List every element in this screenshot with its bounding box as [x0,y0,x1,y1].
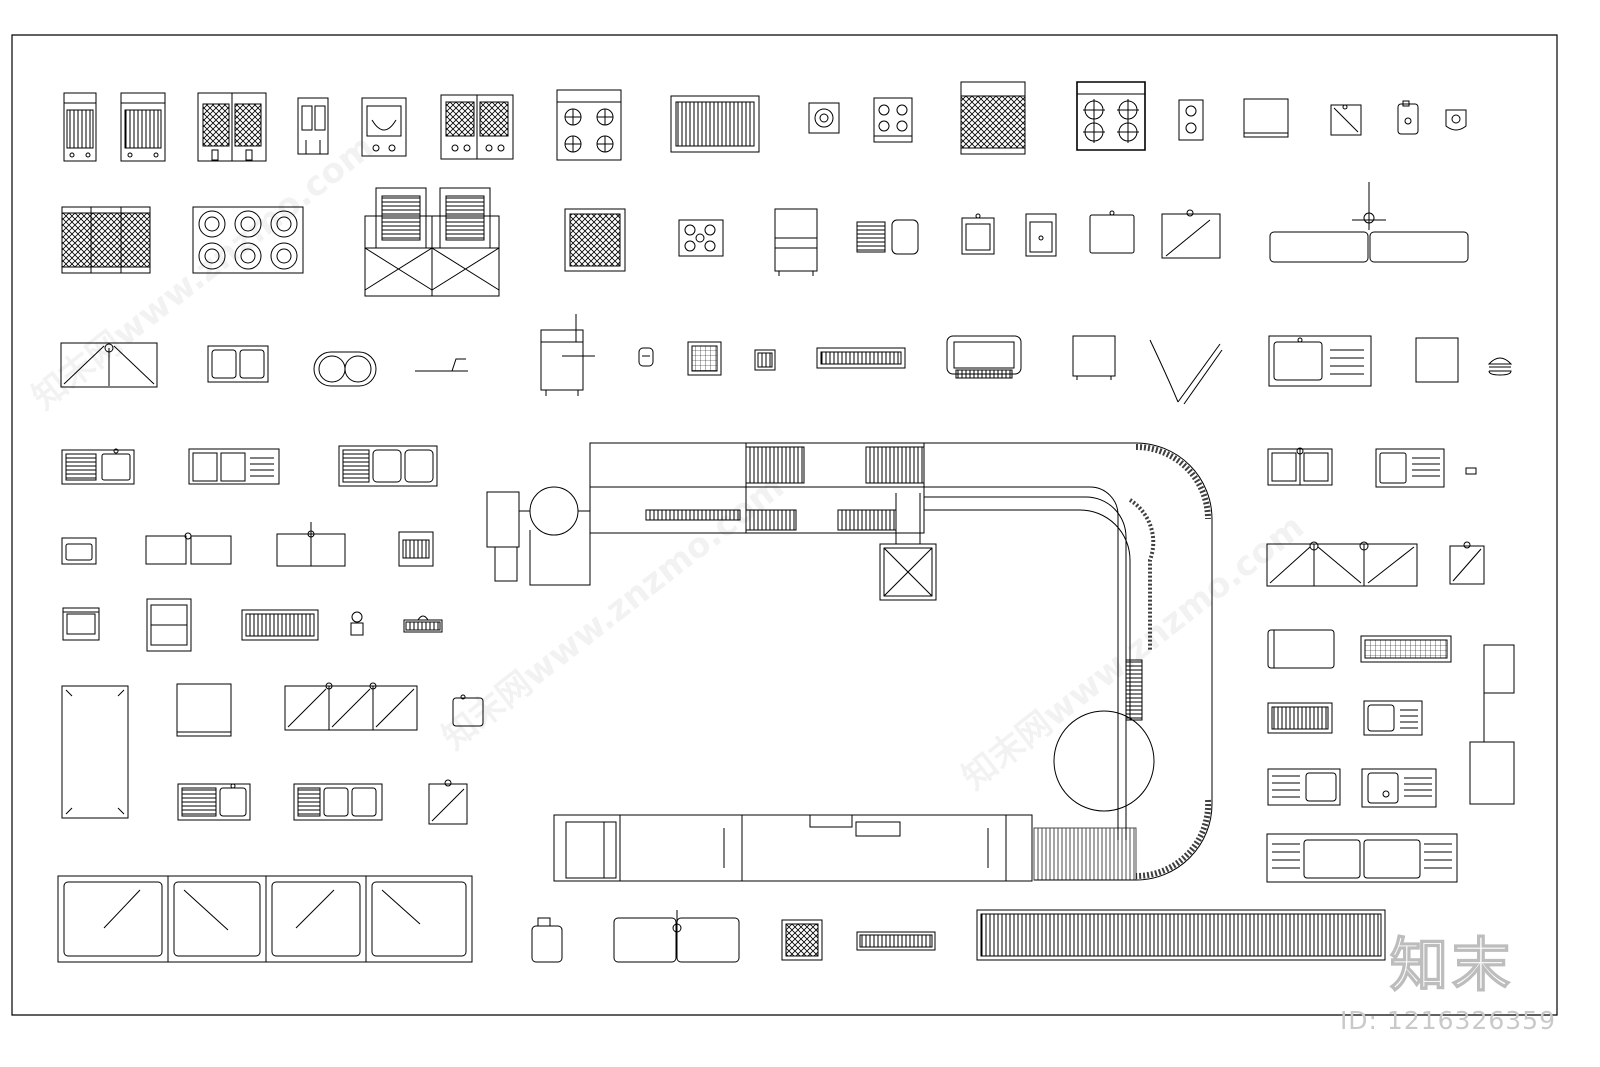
sink-triple-block [285,683,417,730]
linear-drain-right-block [1361,636,1451,662]
fryer-double-block [121,93,165,161]
sink-handwash-block [453,695,483,726]
sink-diag-right-block [1450,542,1484,584]
worktop-square-block [1090,211,1134,253]
sink-round-right-block [1362,769,1436,807]
range-4burner-block [557,90,621,160]
floor-drain-small-block [755,350,775,370]
sink-diag-block [1162,210,1220,258]
fryer-tank-block [362,98,406,156]
cooktop-4-block [874,98,912,142]
sink-drain-right-2-block [1364,701,1422,735]
cooktop-5-block [679,220,723,256]
stockpot-6-block [193,207,303,273]
range-4burner-large-block [1077,82,1145,150]
combi-oven-side-block [541,314,595,396]
door-swing-block [1150,340,1222,404]
sink-double-drain-block [189,449,279,484]
table-long-block [62,686,128,818]
sink-pair-faucet-block [277,522,345,566]
sink-triple-butterfly-block [1267,542,1417,586]
sink-pair-block [146,533,231,564]
sink-double-faucet-bottom-block [614,910,739,962]
faucet-line-block [415,359,468,371]
fryer-basket-twin-block [198,93,266,161]
cabinet-elevation-block [775,209,817,276]
griddle-block [671,96,759,152]
table-frame-block [147,599,191,651]
cup-block [639,348,653,366]
fryer-twin-plan-block [947,336,1021,378]
worktop-rounded-block [1268,630,1334,668]
cabinet-tall-right-block [1470,645,1514,804]
sink-quad-block [58,876,472,962]
sink-double-drain-2-block [294,784,382,820]
sink-drain-right-3-block [1268,769,1340,805]
fryer-quad-block [441,95,513,159]
fryer-single-block [64,93,96,161]
cabinet-square-block [1073,336,1115,380]
sink-pair-right-block [1268,448,1332,485]
sink-long-right-block [1267,834,1457,882]
oven-small-block [63,608,99,640]
worktop-small-block [1244,99,1288,137]
burner-single-block [809,103,839,133]
mixer-block [351,612,363,635]
burger-icon-block [1489,358,1511,375]
dishwasher-twin-block [365,188,499,296]
sink-tall-block [1026,214,1056,256]
sink-left-drain-2-block [178,784,250,820]
sink-small-bottom-block [532,918,562,962]
tray-block [404,616,442,632]
floor-drain-diamond-block [782,920,822,960]
sink-double-faucet-block [1270,182,1468,262]
linear-drain-block [817,348,905,368]
grate-block [242,610,318,640]
sink-round-double-block [314,352,376,386]
fryer-narrow-block [298,98,328,154]
linear-drain-bottom-block [857,932,935,950]
sink-drainboard-block [1269,336,1371,386]
sink-left-drain-block [62,449,134,484]
watermark-id: ID: 1216326359 [1339,1006,1556,1035]
cooktop-2-block [1179,100,1203,140]
range-6burner-wide-block [62,207,150,273]
trench-drain-block [977,910,1385,960]
sink-long-double-block [339,446,437,486]
sink-square-block [962,214,994,254]
sink-butterfly-block [61,343,157,387]
sink-tiny-block [62,538,96,564]
sink-diag-small-block [429,780,467,824]
sink-small-block [1331,105,1361,135]
bin-block [1446,110,1466,130]
range-6burner-block [961,82,1025,154]
range-4burner-compact-block [565,209,625,271]
drainboard-block [857,220,918,254]
worktop-plain-block [1416,338,1458,382]
worktop-heavy-block [177,684,231,736]
soap-dispenser-block [1466,468,1476,474]
handsink-block [1398,101,1418,134]
oven-front-block [399,532,433,566]
conveyor-layout-block [487,443,1212,881]
sink-double-bowl-block [208,346,268,382]
floor-drain-square-block [688,342,721,375]
grille-right-block [1268,703,1332,733]
sink-drain-right-block [1376,449,1444,487]
watermark-logo: 知末 [1389,930,1514,999]
sheet-border [12,35,1557,1015]
